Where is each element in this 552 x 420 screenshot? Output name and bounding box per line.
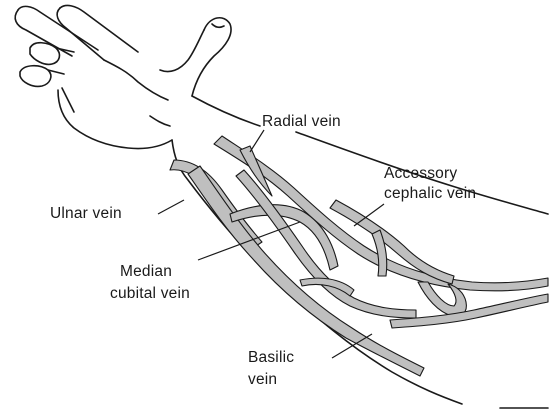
median-cubital-label-line2: cubital vein [110,285,190,302]
radial-vein-label: Radial vein [262,113,341,130]
accessory-cephalic-label-line2: cephalic vein [384,185,476,202]
thumb [192,18,231,96]
basilic-vein-label-line1: Basilic [248,349,294,366]
accessory-cephalic-label-line1: Accessory [384,165,457,182]
ulnar-vein-label: Ulnar vein [50,205,122,222]
median-cubital-label-line1: Median [120,263,172,280]
little-finger [20,66,51,87]
forearm-top-edge [192,96,260,126]
basilic-vein-label-line2: vein [248,371,277,388]
vein-network [170,136,548,376]
index-finger [60,5,138,52]
radial-leader [250,130,264,152]
ulnar-leader [158,200,184,214]
